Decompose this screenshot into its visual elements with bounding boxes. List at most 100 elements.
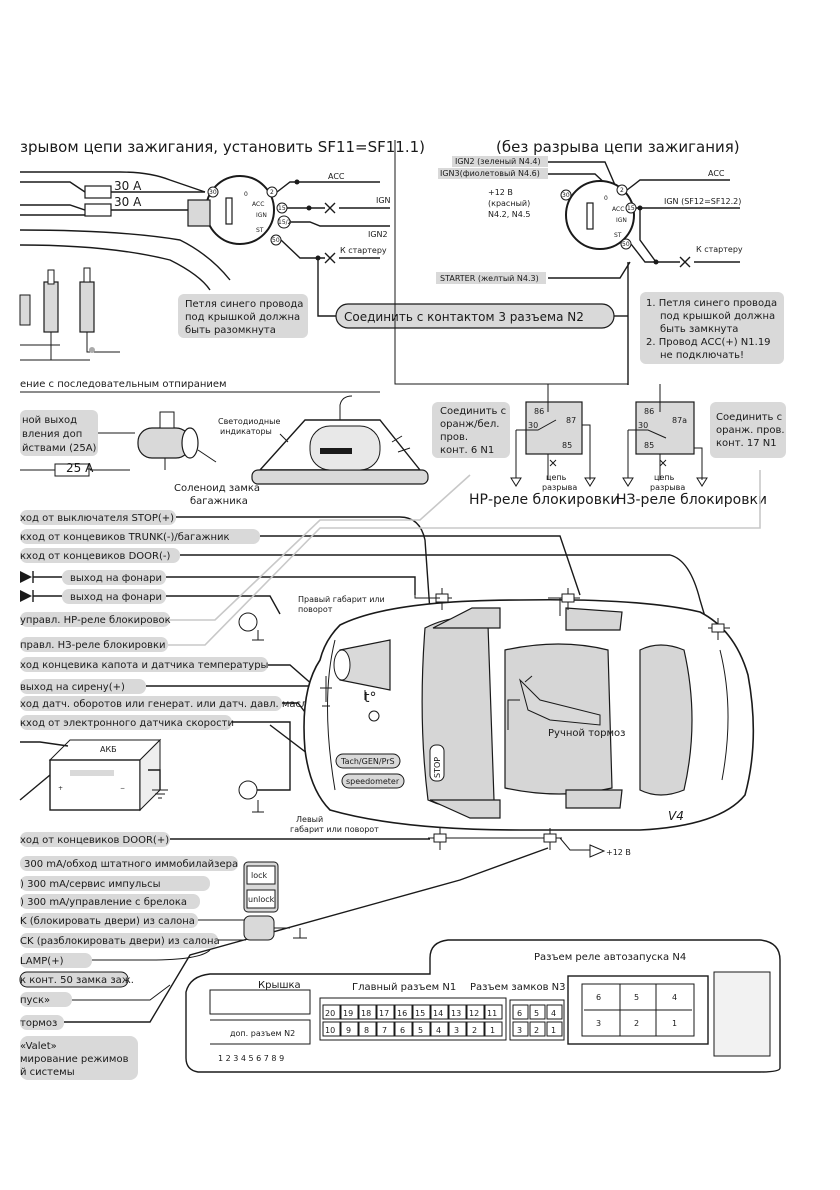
sequential-label: ение с последовательным отпиранием: [20, 379, 227, 390]
n2-title: доп. разъем N2: [230, 1029, 295, 1038]
left-turn-1: Левый: [296, 815, 323, 824]
input-siren: выход на сирену(+): [20, 682, 125, 693]
n1-title: Главный разъем N1: [352, 982, 456, 993]
trunk-solenoid-1: Соленоид замка: [174, 483, 260, 494]
n1-bottom-5: 5: [418, 1026, 423, 1035]
input-lights-2: выход на фонари: [70, 592, 162, 603]
left-pos-0: 0: [244, 191, 248, 198]
led-indicators-1: Светодиодные: [218, 417, 280, 426]
left-loop-note-box: [178, 294, 308, 338]
led-indicators-2: индикаторы: [220, 427, 272, 436]
out-valet-3: й системы: [20, 1067, 75, 1078]
plus12-label: +12 В: [606, 848, 631, 857]
input-hood-temp: ход концевика капота и датчика температу…: [20, 660, 268, 671]
n1-bottom-1: 9: [346, 1026, 351, 1035]
lock-label: lock: [251, 871, 268, 880]
svg-text:−: −: [120, 785, 125, 792]
right-pin-50: 50: [622, 241, 630, 248]
left-pin-15-2: 15/2: [278, 219, 292, 226]
lock-button[interactable]: [246, 865, 276, 885]
n1-bottom-7: 3: [454, 1026, 459, 1035]
n1-top-0: 20: [325, 1009, 335, 1018]
relay-nr: 86 30 87 85: [510, 384, 596, 487]
left-loop-note-3: быть разомкнута: [185, 325, 276, 336]
n1-pins-bottom: 10 9 8 7 6 5 4 3 2 1: [322, 1021, 503, 1037]
n3-top-0: 6: [517, 1009, 522, 1018]
out-valet-1: «Valet»: [20, 1041, 57, 1052]
out-service: ) 300 mA/сервис импульсы: [20, 879, 161, 890]
speedometer-label: speedometer: [346, 777, 400, 786]
relay-nr-note-4: конт. 6 N1: [440, 445, 494, 456]
temp-label: t°: [364, 690, 377, 706]
relay-nz-title: НЗ-реле блокировки: [616, 492, 767, 508]
right-starter-wire: STARTER (желтый N4.3): [440, 274, 539, 283]
fuse2-label: 30 А: [114, 195, 142, 209]
cover-label: Крышка: [258, 980, 301, 991]
n1-bottom-3: 7: [382, 1026, 387, 1035]
siren-icon: [333, 639, 391, 700]
right-note-3: быть замкнута: [660, 324, 738, 335]
accessory-output-1: ной выход: [22, 415, 77, 426]
connect-banner: Соединить с контактом 3 разъема N2: [344, 310, 584, 324]
n3-top-2: 4: [551, 1009, 556, 1018]
relay-nr-break-2: разрыва: [542, 483, 577, 492]
out-fob: ) 300 mA/управление с брелока: [20, 897, 187, 908]
fuse1-label: 30 А: [114, 179, 142, 193]
n1-top-7: 13: [451, 1009, 461, 1018]
input-speed: кход от электронного датчика скорости: [20, 718, 234, 729]
fuse-25-label: 25 А: [66, 461, 94, 475]
tach-box: [335, 753, 401, 769]
relay-nr-pin-86: 86: [534, 407, 544, 416]
trunk-solenoid-2: багажника: [190, 496, 248, 507]
relay-nz-note-3: конт. 17 N1: [716, 438, 777, 449]
n4-top-1: 5: [634, 993, 639, 1002]
right-header: (без разрыва цепи зажигания): [496, 138, 740, 156]
n1-bottom-0: 10: [325, 1026, 335, 1035]
n4-top-2: 4: [672, 993, 677, 1002]
input-list: ход от выключателя STOP(+) кход от конце…: [20, 470, 761, 847]
n3-bottom-2: 1: [551, 1026, 556, 1035]
svg-text:+: +: [58, 785, 63, 792]
car-model: V4: [668, 809, 684, 823]
lock-actuators: [19, 267, 120, 361]
right-note-1: 1. Петля синего провода: [646, 298, 777, 309]
battery-label: АКБ: [100, 745, 117, 754]
n1-top-2: 18: [361, 1009, 371, 1018]
relay-nr-title: НР-реле блокировки: [469, 492, 620, 508]
relay-nz-pin-85: 85: [644, 441, 654, 450]
unlock-button[interactable]: [246, 889, 276, 909]
lamp-icon-left: [238, 780, 264, 813]
relay-nz-note-box: [710, 402, 786, 458]
right-plus12-1: +12 В: [488, 188, 513, 197]
unlock-label: unlock: [248, 895, 275, 904]
out-brake: тормоз: [20, 1018, 57, 1029]
n3-top-1: 5: [534, 1009, 539, 1018]
left-loop-note-2: под крышкой должна: [185, 312, 300, 323]
n2-numbers: 1 2 3 4 5 6 7 8 9: [218, 1054, 284, 1063]
input-lights-1: выход на фонари: [70, 573, 162, 584]
right-ignition-switch: IGN2 (зеленый N4.4) IGN3(фиолетовый N4.6…: [436, 156, 743, 385]
right-ign-label: IGN (SF12=SF12.2): [664, 197, 741, 206]
relay-nr-pin-85: 85: [562, 441, 572, 450]
relay-nz-pin-86: 86: [644, 407, 654, 416]
left-acc-label: ACC: [328, 172, 345, 181]
right-turn-1: Правый габарит или: [298, 595, 385, 604]
relay-nz-pin-87a: 87a: [672, 416, 687, 425]
input-door-minus: кход от концевиков DOOR(-): [20, 551, 170, 562]
right-ign3-wire: IGN3(фиолетовый N4.6): [440, 169, 540, 178]
right-acc-label: ACC: [708, 169, 725, 178]
left-pin-50: 50: [272, 237, 280, 244]
n4-bottom-0: 3: [596, 1019, 601, 1028]
n3-pins: 6 5 4 3 2 1: [512, 1004, 563, 1037]
left-ign2-label: IGN2: [368, 230, 388, 239]
right-pin-2: 2: [620, 187, 624, 194]
n1-top-4: 16: [397, 1009, 407, 1018]
relay-nr-break-1: цепь: [546, 473, 567, 482]
relay-nz-note-1: Соединить с: [716, 412, 782, 423]
n3-bottom-0: 3: [517, 1026, 522, 1035]
relay-nr-note-1: Соединить с: [440, 406, 506, 417]
accessory-output-3: йствами (25А): [22, 443, 97, 454]
right-starter-label: К стартеру: [696, 245, 743, 254]
left-loop-note-1: Петля синего провода: [185, 299, 303, 310]
